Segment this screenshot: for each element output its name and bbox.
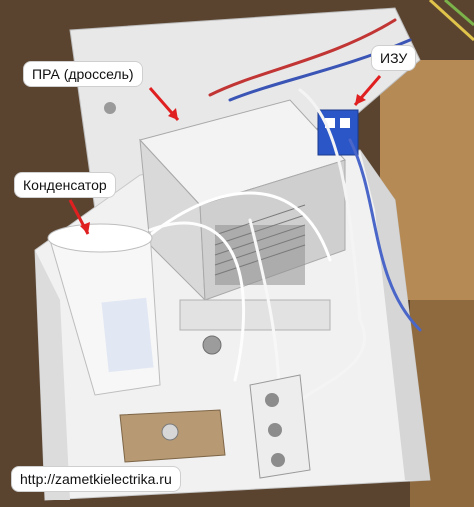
arrow-igniter-head bbox=[355, 94, 366, 105]
terminal-block bbox=[249, 374, 311, 479]
yellow-cable bbox=[428, 0, 474, 42]
watermark-url: http://zametkielectrika.ru bbox=[11, 466, 181, 492]
green-cable bbox=[444, 0, 474, 27]
terminal-screw-3 bbox=[271, 453, 285, 467]
terminal-screw-2 bbox=[268, 423, 282, 437]
capacitor bbox=[47, 223, 161, 396]
ballast-label: ПРА (дроссель) bbox=[23, 61, 143, 87]
ballast-base bbox=[179, 299, 331, 331]
housing-wall-left bbox=[35, 250, 70, 500]
igniter-screw-2 bbox=[340, 118, 350, 128]
arrow-ballast-head bbox=[168, 108, 178, 120]
clamp-screw bbox=[161, 423, 179, 441]
capacitor-label: Конденсатор bbox=[14, 172, 116, 198]
igniter-label: ИЗУ bbox=[371, 45, 417, 71]
red-wire bbox=[208, 18, 397, 97]
blue-wire-right bbox=[348, 138, 422, 332]
white-wire-5 bbox=[298, 318, 367, 402]
igniter-screw-1 bbox=[325, 118, 335, 128]
capacitor-cap bbox=[47, 223, 153, 253]
igniter-terminal bbox=[317, 109, 359, 156]
annotation-arrows bbox=[68, 75, 382, 235]
terminal-screw-1 bbox=[265, 393, 279, 407]
igniter-block bbox=[317, 109, 359, 156]
white-wire-2 bbox=[148, 221, 246, 382]
ballast-lamination bbox=[214, 204, 306, 276]
capacitor-sticker bbox=[101, 297, 154, 373]
lid-screw bbox=[104, 102, 116, 114]
wires bbox=[148, 18, 422, 422]
arrow-capacitor-head bbox=[80, 222, 90, 234]
white-wire-4 bbox=[298, 88, 362, 322]
mounting-bolt bbox=[202, 335, 222, 355]
white-wire-1 bbox=[148, 191, 332, 262]
